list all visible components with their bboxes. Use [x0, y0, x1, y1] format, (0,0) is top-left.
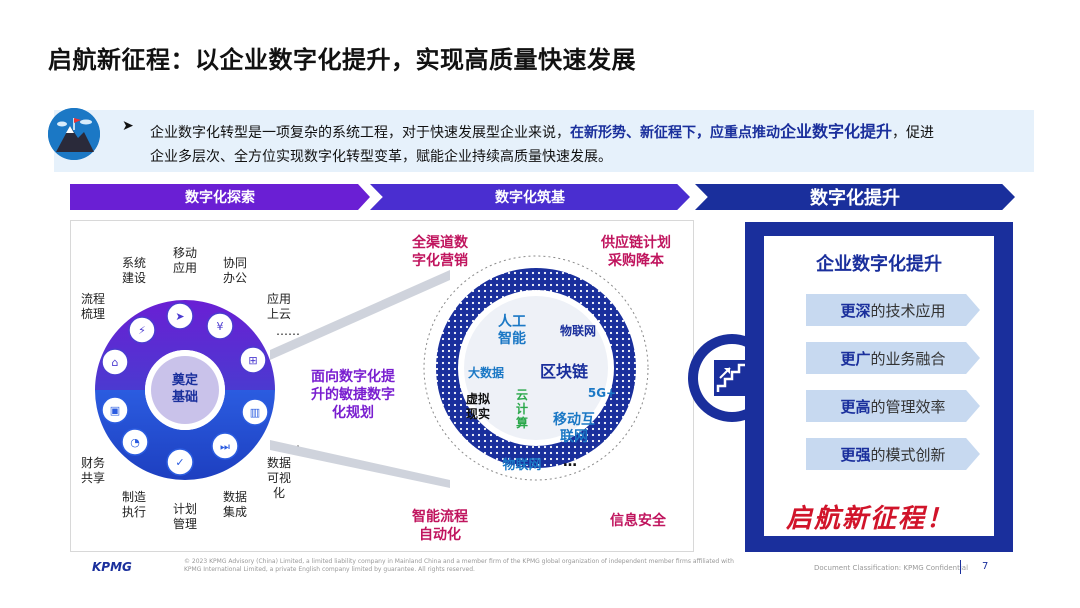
tech-vr: 虚拟 现实 [465, 392, 490, 421]
tech-iot-2: 物联网 [502, 458, 542, 473]
tech-mobile-internet: 移动互 联网 [553, 412, 595, 445]
stage-exploration: 数字化探索 [70, 184, 370, 210]
svg-text:⏭: ⏭ [220, 440, 230, 453]
ring-label-supply-chain: 供应链计划 采购降本 [601, 235, 671, 269]
ring-label-omnichannel: 全渠道数 字化营销 [412, 235, 468, 269]
page-number: 7 [982, 561, 989, 572]
footer-divider [960, 560, 961, 574]
wheel-center-label: 奠定 基础 [171, 373, 198, 405]
technology-ring [423, 255, 649, 481]
svg-text:➤: ➤ [175, 310, 184, 323]
svg-text:⊞: ⊞ [248, 354, 257, 367]
document-classification: Document Classification: KPMG Confidenti… [814, 564, 969, 572]
label-process: 流程 梳理 [80, 292, 105, 321]
label-collab: 协同 办公 [222, 256, 247, 285]
svg-text:✓: ✓ [175, 456, 184, 469]
label-manufacturing: 制造 执行 [121, 490, 146, 519]
svg-text:▣: ▣ [110, 404, 120, 417]
upgrade-item-deeper: 更深的技术应用 [806, 294, 980, 326]
label-dataviz: 数据 可视 化 [266, 456, 291, 500]
svg-text:¥: ¥ [217, 320, 224, 333]
label-cloud: 应用 上云 [266, 292, 291, 321]
stage-foundation: 数字化筑基 [370, 184, 690, 210]
svg-text:⚡: ⚡ [138, 324, 146, 337]
label-data-integration: 数据 集成 [222, 490, 247, 519]
foundation-wheel: ⌂ ⚡ ➤ ¥ ⊞ ▣ ◔ ✓ ⏭ ▥ [95, 300, 275, 480]
kpmg-logo: KPMG [92, 560, 132, 574]
upgrade-item-higher: 更高的管理效率 [806, 390, 980, 422]
tech-5g: 5G+ [587, 386, 617, 400]
tech-iot: 物联网 [559, 324, 596, 338]
ring-label-security: 信息安全 [610, 513, 666, 529]
stage-upgrade: 数字化提升 [695, 184, 1015, 210]
intro-text: 企业数字化转型是一项复杂的系统工程，对于快速发展型企业来说，在新形势、新征程下，… [150, 122, 935, 165]
slogan: 启航新征程！ [786, 504, 955, 534]
label-mobile: 移动 应用 [172, 246, 197, 275]
svg-text:▥: ▥ [250, 406, 260, 419]
middle-planning-text: 面向数字化提 升的敏捷数字 化规划 [311, 369, 395, 421]
upgrade-title: 企业数字化提升 [816, 254, 942, 275]
connector-beams [270, 270, 450, 488]
bullet-arrow: ➤ [122, 118, 134, 134]
tech-cloud: 云 计 算 [515, 388, 528, 430]
tech-more: … [563, 454, 577, 470]
svg-text:⌂: ⌂ [112, 356, 119, 369]
upgrade-item-stronger: 更强的模式创新 [806, 438, 980, 470]
label-ellipsis-top: …… [276, 324, 300, 338]
mountain-flag-icon [48, 108, 100, 160]
label-planning: 计划 管理 [172, 502, 197, 531]
intro-banner [54, 110, 1034, 172]
ring-label-rpa: 智能流程 自动化 [412, 509, 468, 543]
label-finance: 财务 共享 [80, 456, 105, 485]
tech-ai: 人工 智能 [498, 314, 526, 347]
upgrade-panel-inner [764, 236, 994, 536]
label-system: 系统 建设 [121, 256, 146, 285]
tech-blockchain: 区块链 [539, 362, 588, 381]
svg-text:◔: ◔ [130, 436, 140, 449]
tech-bigdata: 大数据 [467, 366, 504, 380]
copyright-note: © 2023 KPMG Advisory (China) Limited, a … [184, 558, 734, 573]
upgrade-item-wider: 更广的业务融合 [806, 342, 980, 374]
page-title: 启航新征程：以企业数字化提升，实现高质量快速发展 [48, 46, 636, 74]
